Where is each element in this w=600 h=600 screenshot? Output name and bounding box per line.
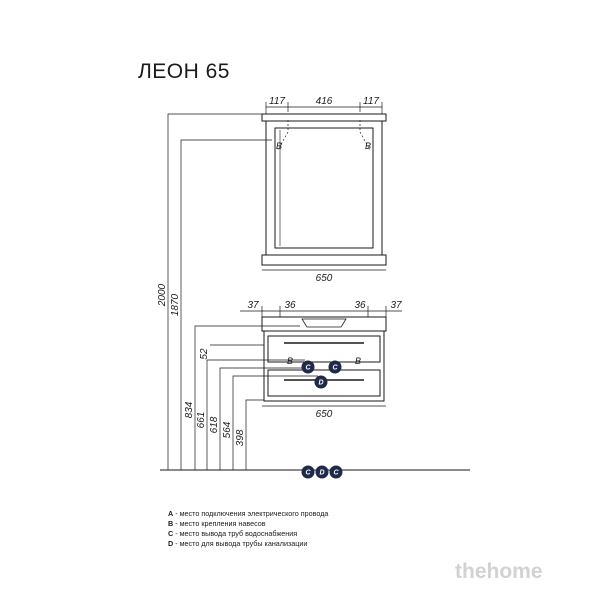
vanity-point-d-marker (314, 375, 328, 389)
vanity-upper-drawer (267, 335, 381, 363)
vanity-point-c-marker (328, 360, 342, 374)
legend-item-b: B - место крепления навесов (168, 519, 266, 528)
vanity-mount-label-right: B (355, 356, 361, 366)
legend-item-a: A - место подключения электрического про… (168, 509, 329, 518)
mirror-plinth (261, 254, 387, 266)
vanity-lower-drawer (267, 369, 381, 397)
vanity-point-d-marker-label: D (318, 380, 323, 387)
height-line-834 (194, 325, 300, 470)
vertical-dim-661: 661 (196, 412, 207, 429)
vanity-point-c-marker (301, 360, 315, 374)
vanity-top-dim-label: 37 (390, 300, 402, 311)
mirror-top-cap (261, 113, 387, 122)
vanity-mount-label-left: B (287, 356, 293, 366)
vanity-width-label: 650 (316, 409, 333, 420)
floor-point-c-marker (301, 465, 315, 479)
vertical-dim-834: 834 (184, 401, 195, 418)
floor-point-c-marker (329, 465, 343, 479)
floor-point-c-marker-label: C (305, 470, 311, 477)
vanity-unit (240, 306, 402, 407)
mirror-cabinet (261, 102, 387, 271)
watermark-logo: thehome (455, 560, 543, 583)
product-title: ЛЕОН 65 (138, 60, 230, 83)
height-line-398 (245, 399, 264, 470)
height-line-618 (219, 367, 310, 470)
mirror-hinge-left (277, 120, 289, 151)
vertical-dim-398: 398 (235, 429, 246, 446)
vanity-top-dim-label: 36 (354, 300, 366, 311)
mirror-top-dim-label: 117 (363, 96, 379, 107)
height-line-2000 (167, 113, 262, 470)
mirror-mount-label-left: B (276, 141, 282, 151)
vanity-top-dim-label: 36 (284, 300, 296, 311)
vertical-dim-52: 52 (199, 348, 210, 360)
vanity-body (263, 330, 385, 402)
legend: A - место подключения электрического про… (168, 509, 328, 549)
mirror-frame-inner (274, 127, 374, 249)
vertical-dim-618: 618 (209, 416, 220, 433)
floor-point-c-marker-label: C (333, 470, 339, 477)
mirror-width-label: 650 (316, 273, 333, 284)
vanity-sink-bowl (301, 318, 347, 328)
mirror-top-dim-label: 416 (316, 96, 333, 107)
mirror-mount-label-right: B (365, 141, 371, 151)
height-line-661 (206, 359, 305, 470)
vanity-point-c-marker-label: C (305, 365, 311, 372)
height-line-564 (232, 375, 318, 470)
vanity-top-dim-label: 37 (247, 300, 259, 311)
floor-point-d-marker-label: D (319, 470, 324, 477)
height-line-1870 (180, 139, 272, 470)
legend-item-d: D - место для вывода трубы канализации (168, 539, 308, 548)
vertical-dim-1870: 1870 (170, 293, 181, 316)
vanity-point-c-marker-label: C (332, 365, 338, 372)
vertical-dim-564: 564 (222, 421, 233, 438)
mirror-hinge-right (359, 120, 371, 151)
height-reference-lines (160, 113, 470, 471)
legend-item-c: C - место вывода труб водоснабжения (168, 529, 298, 538)
floor-point-d-marker (315, 465, 329, 479)
vertical-dim-2000: 2000 (157, 283, 168, 307)
mirror-top-dim-label: 117 (269, 96, 285, 107)
